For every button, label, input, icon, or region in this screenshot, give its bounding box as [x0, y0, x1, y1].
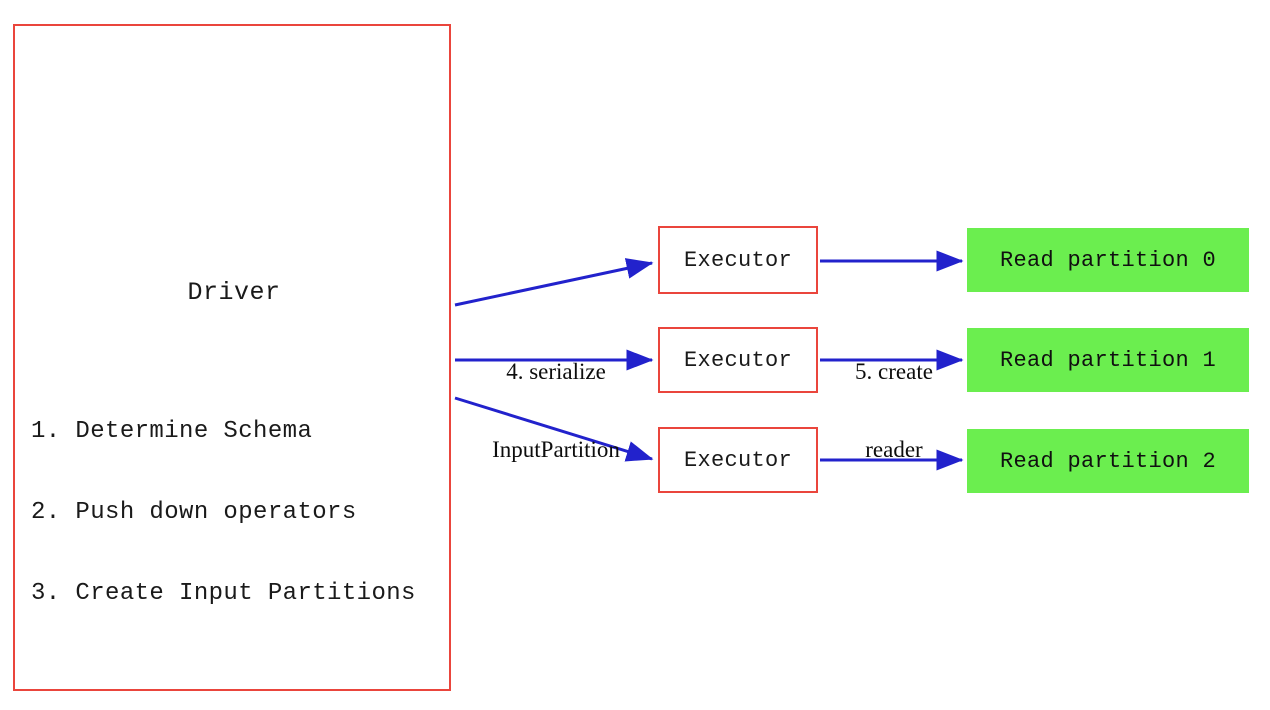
driver-step-1: 1. Determine Schema	[31, 418, 313, 445]
executor-box-1: Executor	[658, 327, 818, 393]
executor-label-0: Executor	[683, 247, 793, 273]
partition-box-2: Read partition 2	[967, 429, 1249, 493]
arrow-driver-to-executor-0	[454, 258, 654, 307]
partition-box-0: Read partition 0	[967, 228, 1249, 292]
executor-box-0: Executor	[658, 226, 818, 294]
executor-label-1: Executor	[683, 347, 793, 373]
edge-label-serialize-line-2: InputPartition	[492, 437, 620, 462]
driver-steps-list: 1. Determine Schema 2. Push down operato…	[31, 364, 451, 661]
partition-label-2: Read partition 2	[999, 448, 1217, 474]
edge-label-serialize-line-1: 4. serialize	[506, 359, 606, 384]
partition-label-1: Read partition 1	[999, 347, 1217, 373]
edge-label-serialize: 4. serialize InputPartition	[466, 307, 646, 515]
partition-box-1: Read partition 1	[967, 328, 1249, 392]
driver-step-2: 2. Push down operators	[31, 499, 357, 526]
edge-label-create-reader: 5. create reader	[820, 307, 968, 515]
driver-step-3: 3. Create Input Partitions	[31, 580, 416, 607]
partition-label-0: Read partition 0	[999, 247, 1217, 273]
driver-title: Driver	[187, 278, 281, 307]
edge-label-create-reader-line-2: reader	[865, 437, 923, 462]
executor-label-2: Executor	[683, 447, 793, 473]
driver-box: Driver 1. Determine Schema 2. Push down …	[13, 24, 451, 691]
edge-label-create-reader-line-1: 5. create	[855, 359, 933, 384]
executor-box-2: Executor	[658, 427, 818, 493]
